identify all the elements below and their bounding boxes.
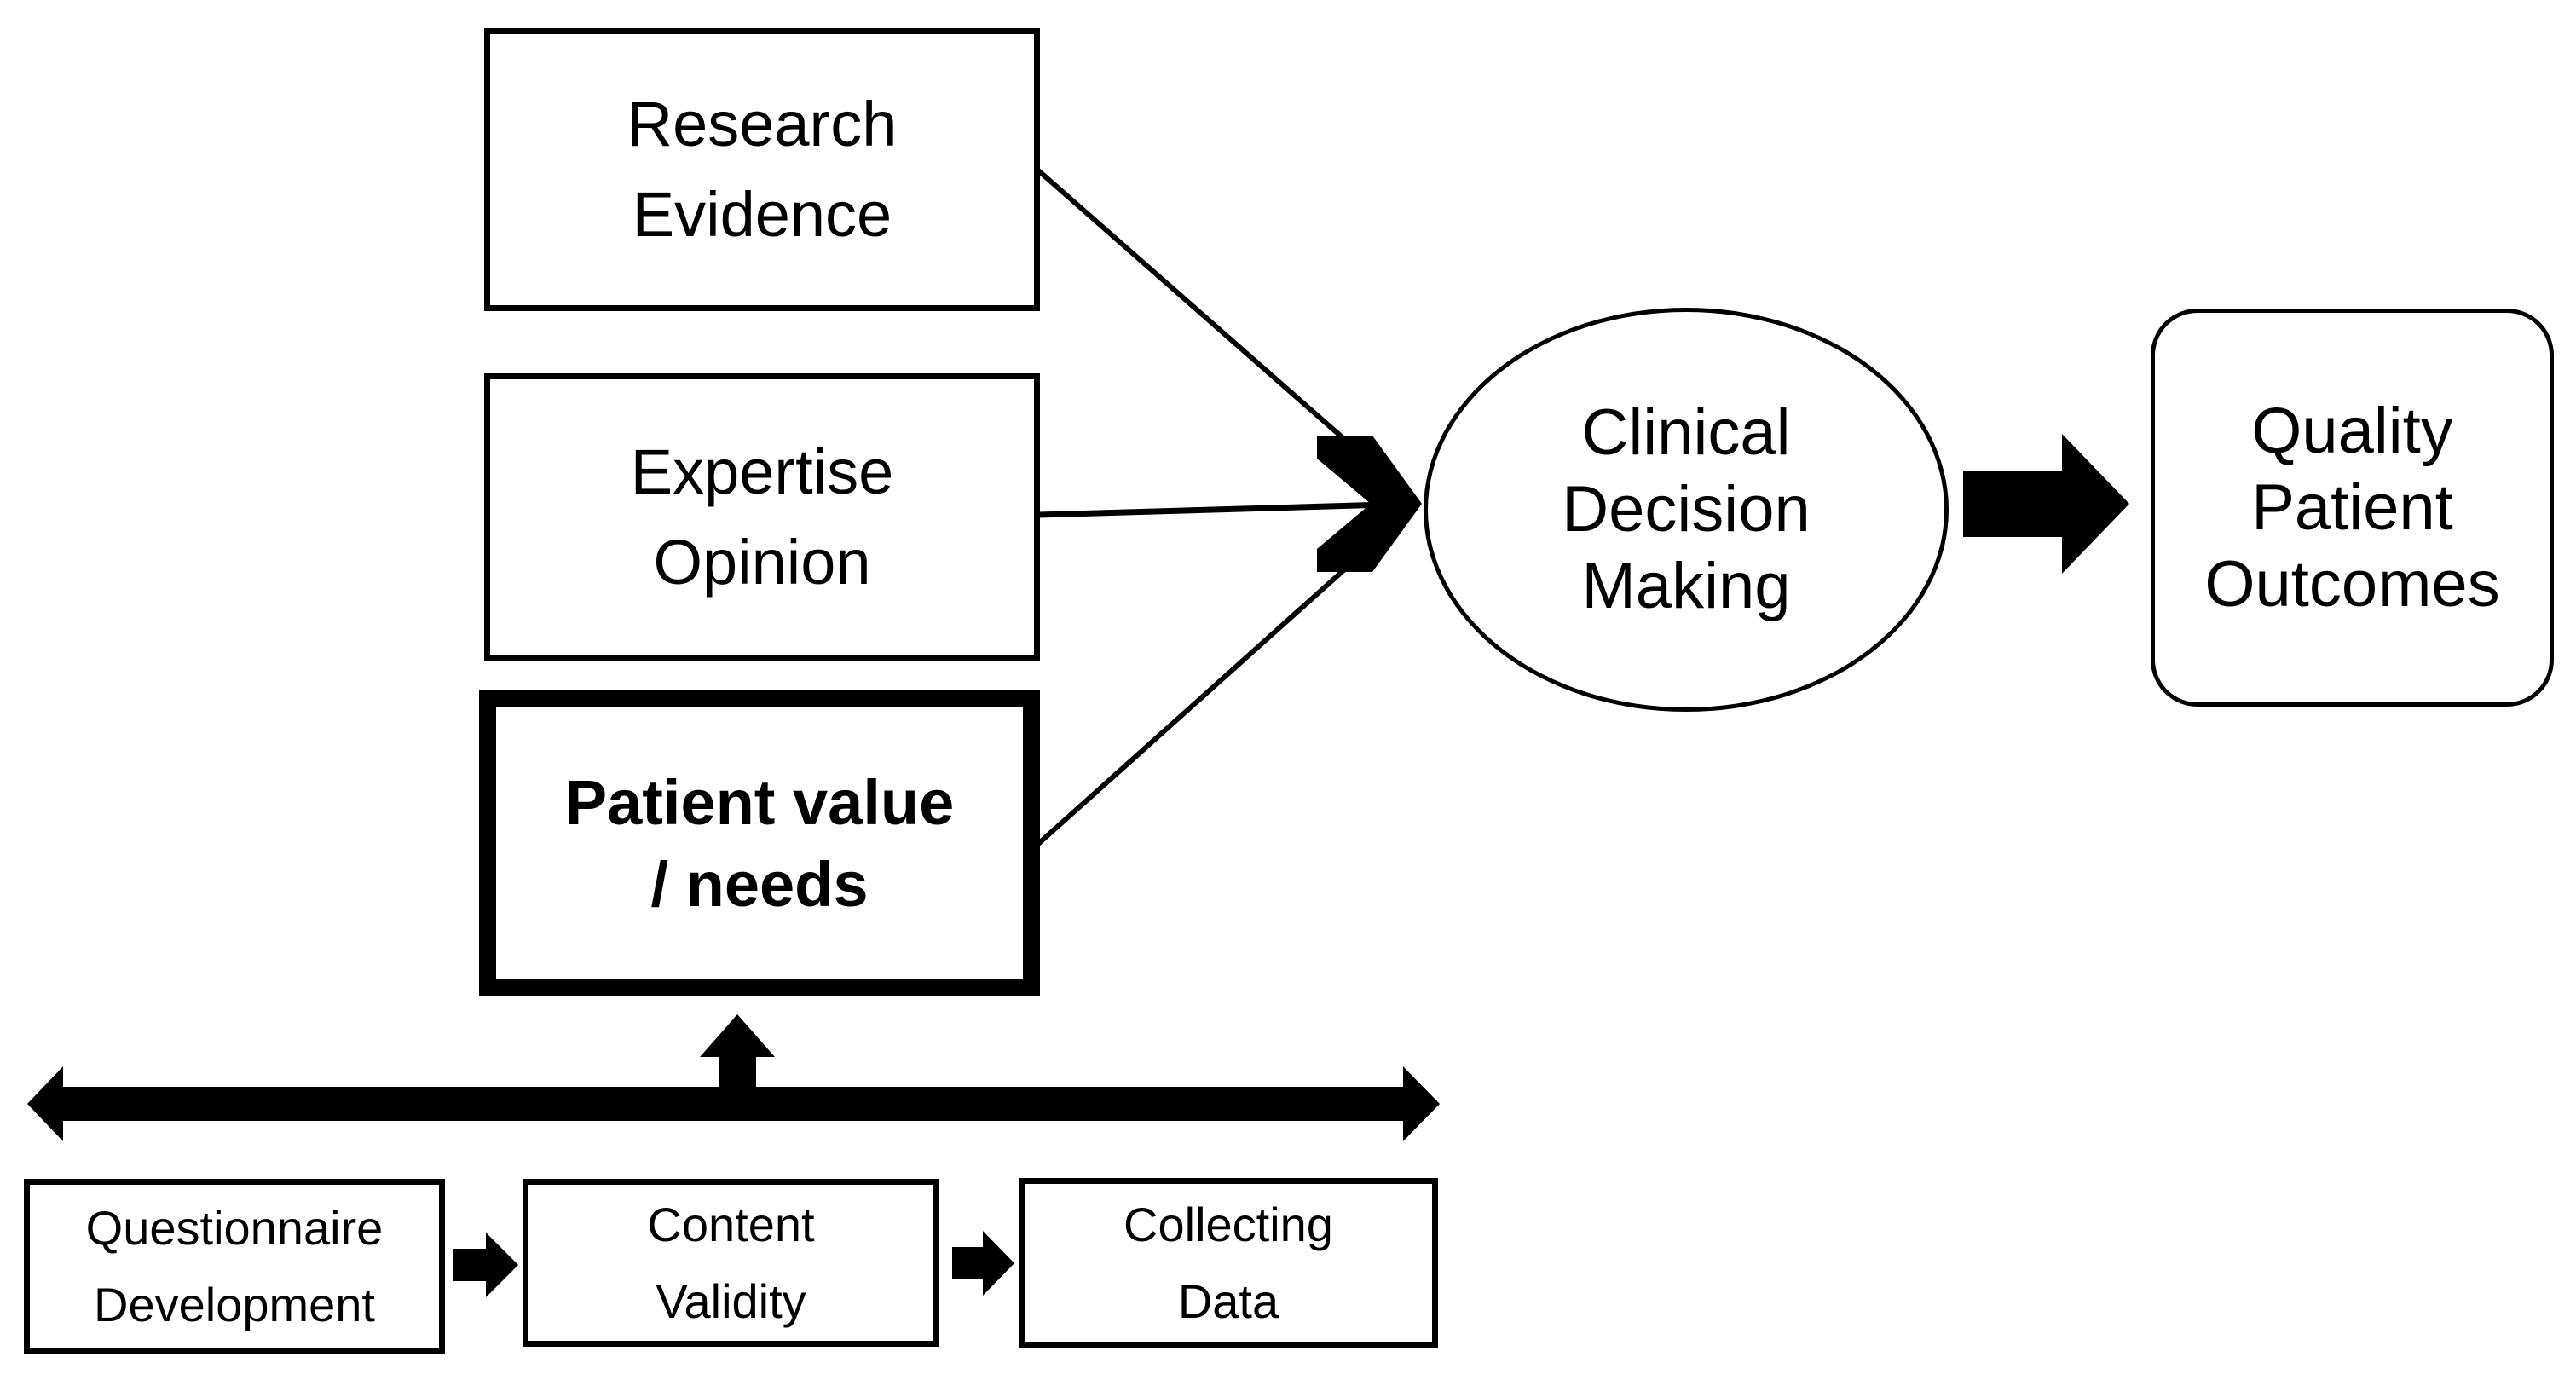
node-label-line: Data <box>1177 1274 1279 1328</box>
questionnaire-development-box: Questionnaire Development <box>24 1179 445 1354</box>
node-label-line: Making <box>1581 550 1791 622</box>
node-label-line: Quality <box>2251 394 2453 467</box>
research-evidence-box: Research Evidence <box>484 28 1040 311</box>
double-headed-arrow-icon <box>27 1066 1440 1141</box>
expertise-opinion-box: Expertise Opinion <box>484 373 1040 661</box>
expertise-connector-line <box>1037 500 1416 518</box>
quality-patient-outcomes-box: Quality Patient Outcomes <box>2151 309 2554 707</box>
collecting-data-box: Collecting Data <box>1019 1178 1438 1348</box>
node-label-line: Decision <box>1562 473 1811 546</box>
node-label-line: Content <box>647 1197 815 1251</box>
node-label-line: Research <box>627 89 898 159</box>
node-label-line: Clinical <box>1581 396 1791 469</box>
node-label-line: Patient <box>2251 471 2453 544</box>
node-label-line: Outcomes <box>2204 547 2500 621</box>
node-label-line: Validity <box>656 1273 806 1328</box>
node-label-line: Development <box>94 1277 375 1331</box>
node-label-line: Patient value <box>564 766 955 838</box>
converging-arrowhead-icon <box>1317 436 1422 572</box>
flow-arrow-icon <box>1963 434 2129 574</box>
up-arrow-icon <box>700 1014 775 1105</box>
node-label-line: / needs <box>650 848 869 920</box>
node-label-line: Questionnaire <box>85 1200 384 1255</box>
node-label-line: Collecting <box>1123 1198 1333 1251</box>
node-label-line: Evidence <box>632 179 892 250</box>
node-label-line: Expertise <box>630 436 894 507</box>
step-arrow-icon <box>952 1231 1014 1296</box>
clinical-decision-making-ellipse: Clinical Decision Making <box>1424 308 1949 712</box>
step-arrow-icon <box>453 1233 518 1297</box>
node-label-line: Opinion <box>653 526 871 598</box>
content-validity-box: Content Validity <box>523 1179 939 1347</box>
patient-value-needs-box: Patient value / needs <box>479 690 1040 996</box>
